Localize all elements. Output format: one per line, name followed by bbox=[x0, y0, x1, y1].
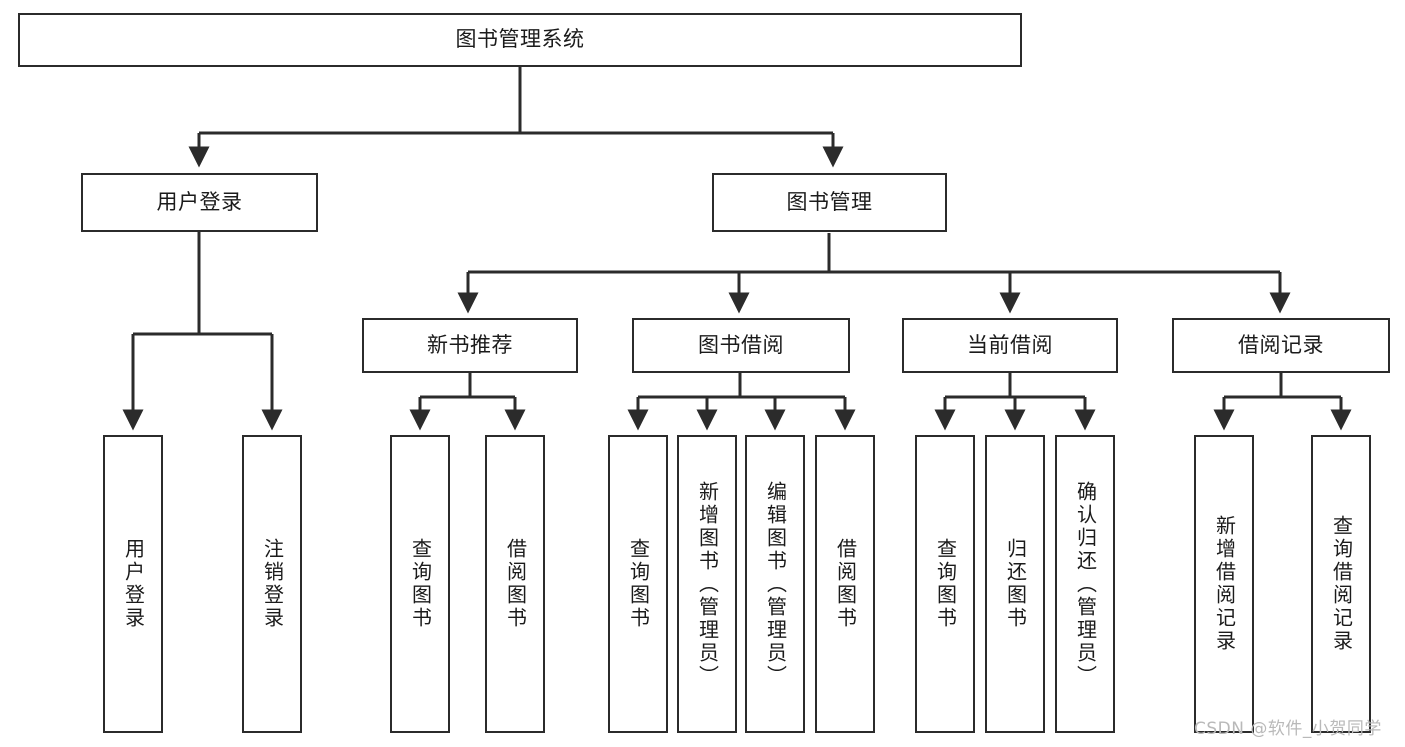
node-leaf-borrow-edit-book-admin[interactable]: 编辑图书（管理员） bbox=[745, 435, 805, 733]
node-leaf-record-add-borrow-record[interactable]: 新增借阅记录 bbox=[1194, 435, 1254, 733]
node-book-management[interactable]: 图书管理 bbox=[712, 173, 947, 232]
node-label: 用户登录 bbox=[121, 538, 146, 630]
node-user-login[interactable]: 用户登录 bbox=[81, 173, 318, 232]
node-leaf-borrow-query-book[interactable]: 查询图书 bbox=[608, 435, 668, 733]
node-current-borrow[interactable]: 当前借阅 bbox=[902, 318, 1118, 373]
node-label: 当前借阅 bbox=[967, 332, 1053, 357]
node-leaf-borrow-borrow-book[interactable]: 借阅图书 bbox=[815, 435, 875, 733]
node-label: 新书推荐 bbox=[427, 332, 513, 357]
node-borrow-record[interactable]: 借阅记录 bbox=[1172, 318, 1390, 373]
node-label: 注销登录 bbox=[260, 538, 285, 630]
node-label: 查询图书 bbox=[408, 538, 433, 630]
node-leaf-newbook-borrow-book[interactable]: 借阅图书 bbox=[485, 435, 545, 733]
node-leaf-current-confirm-return-admin[interactable]: 确认归还（管理员） bbox=[1055, 435, 1115, 733]
node-label: 归还图书 bbox=[1003, 538, 1028, 630]
node-label: 新增图书（管理员） bbox=[695, 480, 720, 688]
node-label: 查询图书 bbox=[626, 538, 651, 630]
node-label: 用户登录 bbox=[156, 189, 243, 214]
node-label: 编辑图书（管理员） bbox=[763, 480, 788, 688]
node-book-borrow[interactable]: 图书借阅 bbox=[632, 318, 850, 373]
node-leaf-record-query-borrow-record[interactable]: 查询借阅记录 bbox=[1311, 435, 1371, 733]
node-new-book-recommend[interactable]: 新书推荐 bbox=[362, 318, 578, 373]
node-leaf-newbook-query-book[interactable]: 查询图书 bbox=[390, 435, 450, 733]
node-label: 借阅图书 bbox=[503, 538, 528, 630]
node-leaf-user-logout[interactable]: 注销登录 bbox=[242, 435, 302, 733]
node-label: 图书借阅 bbox=[698, 332, 784, 357]
node-label: 查询图书 bbox=[933, 538, 958, 630]
node-label: 新增借阅记录 bbox=[1212, 515, 1237, 653]
node-leaf-current-return-book[interactable]: 归还图书 bbox=[985, 435, 1045, 733]
node-label: 查询借阅记录 bbox=[1329, 515, 1354, 653]
node-label: 借阅图书 bbox=[833, 538, 858, 630]
node-leaf-user-login[interactable]: 用户登录 bbox=[103, 435, 163, 733]
node-leaf-borrow-add-book-admin[interactable]: 新增图书（管理员） bbox=[677, 435, 737, 733]
node-label: 图书管理 bbox=[786, 189, 873, 214]
node-label: 借阅记录 bbox=[1238, 332, 1324, 357]
node-label: 图书管理系统 bbox=[455, 27, 585, 52]
node-leaf-current-query-book[interactable]: 查询图书 bbox=[915, 435, 975, 733]
node-label: 确认归还（管理员） bbox=[1073, 480, 1098, 688]
node-root-book-management-system[interactable]: 图书管理系统 bbox=[18, 13, 1022, 67]
